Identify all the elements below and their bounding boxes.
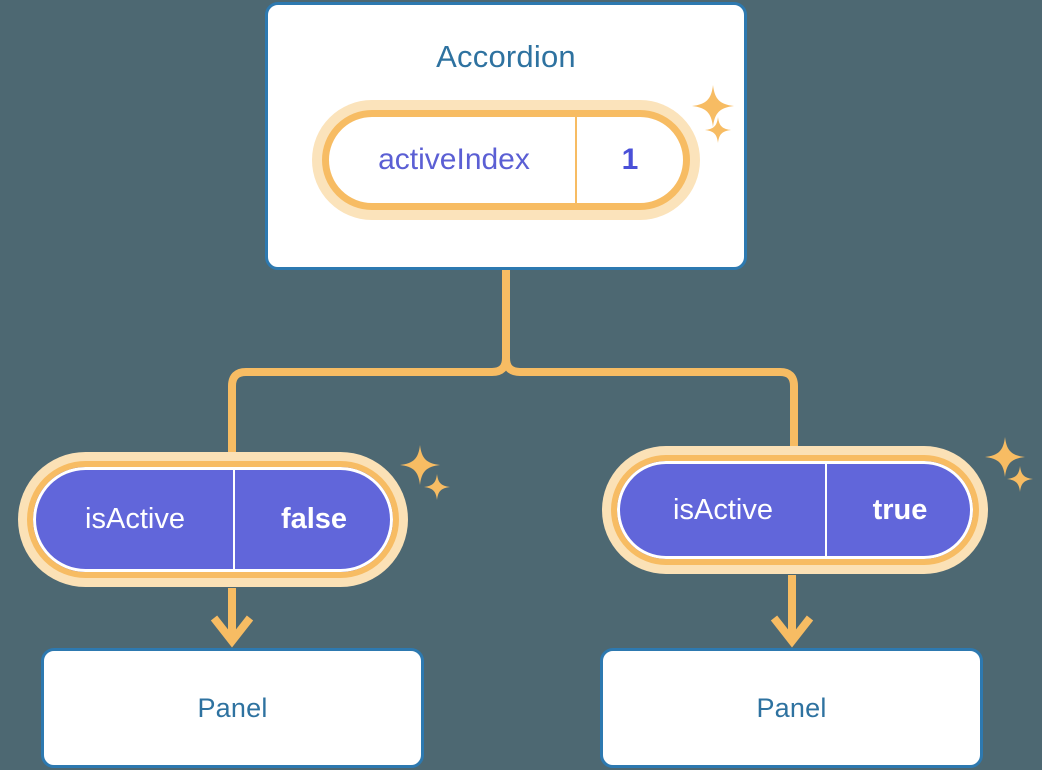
node-panel-left[interactable]: Panel	[41, 648, 424, 768]
sparkle-icon	[400, 445, 440, 485]
badge-is-active-true-body: isActive true	[611, 455, 979, 565]
panel-left-title: Panel	[197, 692, 268, 723]
badge-active-index-key: activeIndex	[378, 143, 530, 176]
node-panel-right[interactable]: Panel	[600, 648, 983, 768]
sparkle-icon	[985, 437, 1025, 477]
arrow-down-icon-right	[770, 615, 814, 648]
badge-is-active-true[interactable]: isActive true	[602, 446, 988, 574]
panel-right-title: Panel	[756, 692, 827, 723]
badge-is-active-false-value: false	[233, 467, 393, 572]
branch-left-line	[228, 266, 510, 459]
badge-is-active-true-key: isActive	[673, 493, 773, 526]
badge-active-index[interactable]: activeIndex 1	[312, 100, 700, 220]
badge-is-active-false-body: isActive false	[27, 461, 399, 578]
arrow-down-icon-left	[210, 615, 254, 648]
branch-right-line	[502, 266, 798, 454]
badge-active-index-body: activeIndex 1	[322, 110, 690, 210]
sparkle-icon	[1007, 466, 1033, 492]
badge-is-active-false[interactable]: isActive false	[18, 452, 408, 587]
badge-is-active-false-key: isActive	[85, 503, 185, 535]
sparkle-icon	[424, 474, 450, 500]
badge-active-index-value: 1	[575, 117, 683, 203]
accordion-title: Accordion	[436, 39, 576, 74]
badge-is-active-true-value: true	[825, 461, 973, 559]
